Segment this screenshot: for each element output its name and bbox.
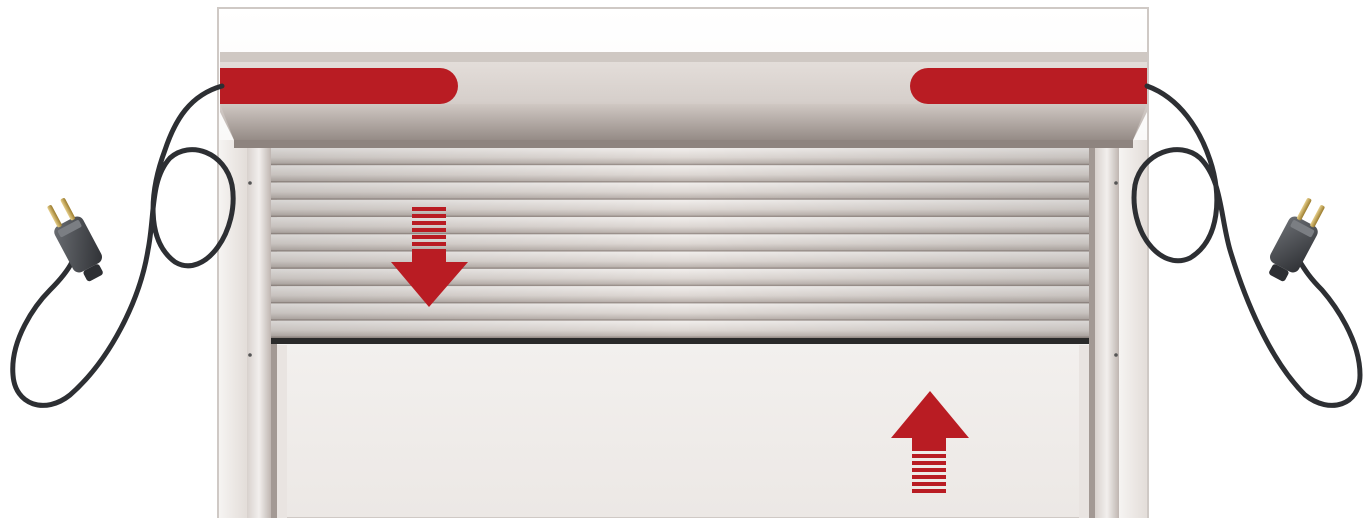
red-bar-left xyxy=(220,68,458,104)
red-bar-right xyxy=(910,68,1147,104)
shutter-bottom-bar xyxy=(271,338,1089,344)
power-cable-right xyxy=(1134,86,1360,405)
power-cable-left xyxy=(13,86,233,405)
shutter-curtain xyxy=(271,148,1089,338)
shutter-shading xyxy=(271,148,1089,338)
power-plug-left-icon xyxy=(41,195,110,286)
power-plug-right-icon xyxy=(1262,195,1331,286)
